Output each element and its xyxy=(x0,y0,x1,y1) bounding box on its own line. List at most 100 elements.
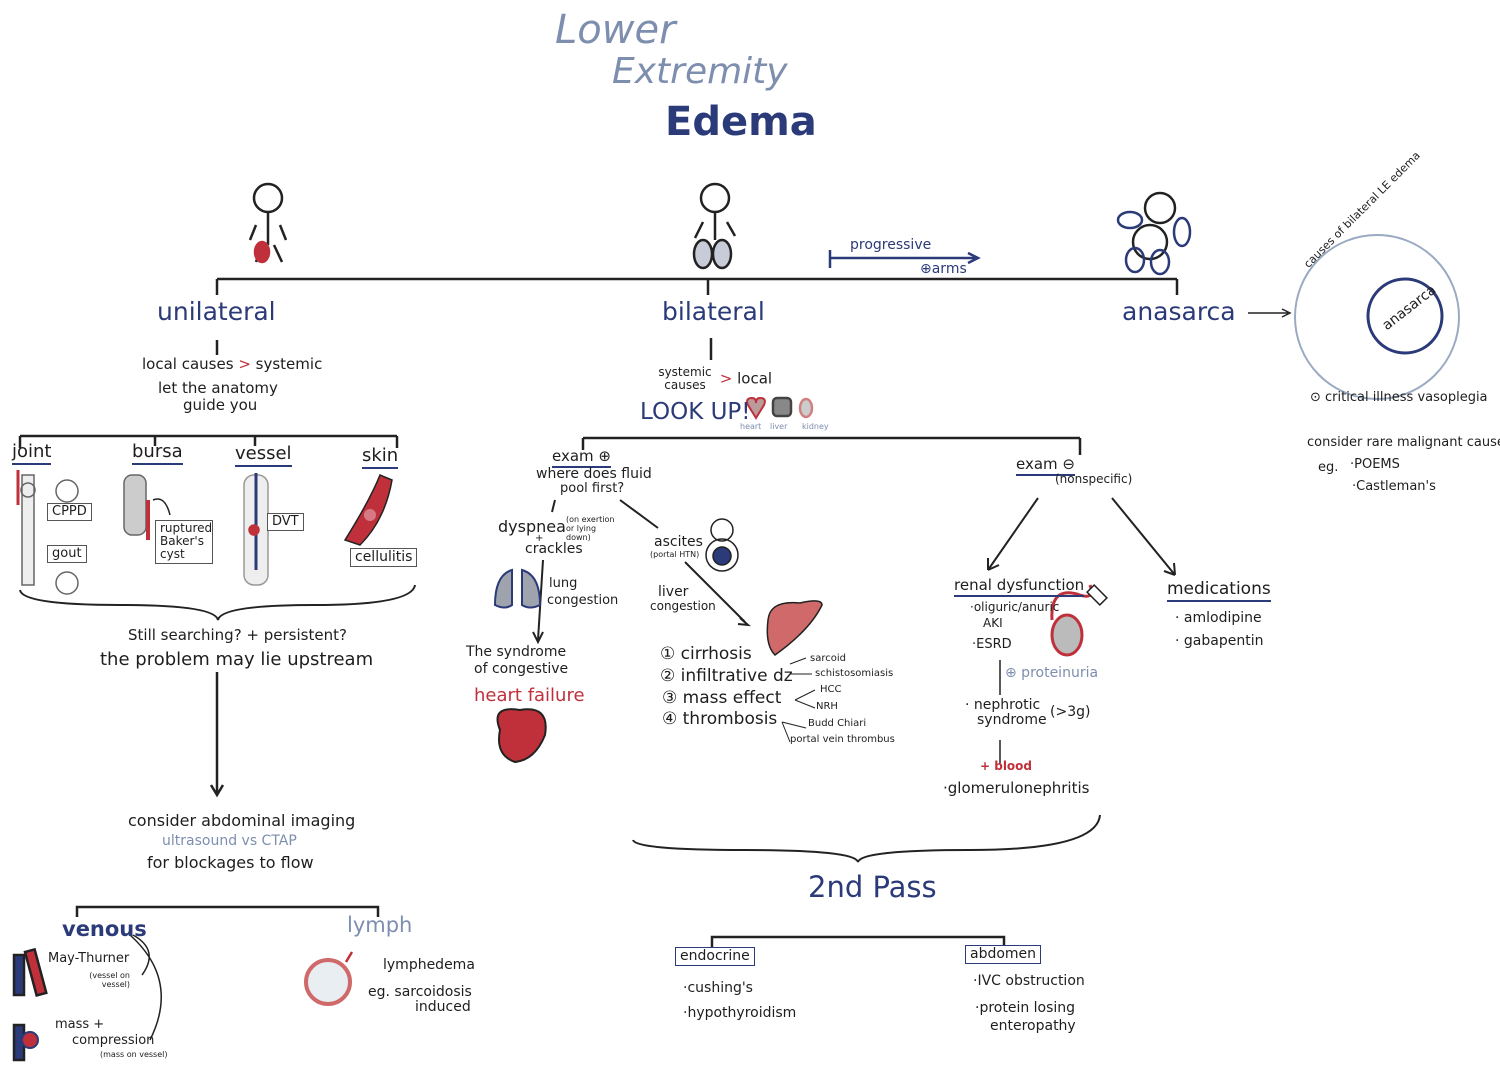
branch-unilateral: unilateral xyxy=(157,297,276,326)
dvt-leg-icon xyxy=(243,473,269,586)
lung-congestion: congestion xyxy=(547,593,619,608)
cause-arrows xyxy=(781,657,816,743)
outer-circle xyxy=(1294,234,1460,400)
ascites: ascites xyxy=(654,534,703,550)
rare-cause-item: ·POEMS xyxy=(1350,457,1400,472)
fluid-question: pool first? xyxy=(560,481,625,496)
nephrotic: · nephrotic xyxy=(965,697,1041,713)
anasarca-arrow xyxy=(1248,308,1292,318)
liver-congestion: liver xyxy=(658,584,689,600)
renal-item: ·oliguric/anuric xyxy=(970,600,1060,614)
knee-icon xyxy=(123,474,171,540)
organ-label-heart: heart xyxy=(740,422,762,431)
heart-failure: heart failure xyxy=(474,685,585,706)
rule-left: systemic causes xyxy=(658,365,712,393)
look-up: LOOK UP! xyxy=(640,399,751,425)
exam-neg-arrows xyxy=(987,497,1176,576)
kidney-small-icon xyxy=(798,397,814,419)
mass-label: mass + xyxy=(55,1017,105,1032)
anasarca-figure-icon xyxy=(1116,191,1192,276)
bilateral-tree xyxy=(581,338,1082,455)
title-edema: Edema xyxy=(665,99,817,145)
imaging-modality: ultrasound vs CTAP xyxy=(162,833,297,849)
leg-bones-icon xyxy=(16,470,36,586)
exam-positive: exam ⊕ xyxy=(552,448,611,468)
progressive-label: progressive xyxy=(850,237,932,253)
upstream-arrow xyxy=(209,672,225,798)
upstream-tree xyxy=(75,905,380,917)
organ-icons xyxy=(746,396,814,420)
lymphedema: lymphedema xyxy=(383,957,475,973)
lymph-label: lymph xyxy=(347,913,413,937)
rare-cause-item: ·Castleman's xyxy=(1352,479,1436,494)
plus-blood: + blood xyxy=(980,759,1033,773)
rule-right: systemic xyxy=(255,355,323,373)
main-branch-line xyxy=(215,277,1179,295)
exam-negative-note: (nonspecific) xyxy=(1055,472,1133,486)
exam-negative: exam ⊖ xyxy=(1016,456,1075,476)
imaging-purpose: for blockages to flow xyxy=(147,853,314,872)
unilateral-figure-icon xyxy=(248,182,288,264)
second-pass-brace xyxy=(632,814,1101,863)
organ-label-liver: liver xyxy=(770,422,788,431)
heart-failure-icon xyxy=(496,708,547,764)
sub-sarcoid: sarcoid xyxy=(810,653,846,664)
arms-note: ⊕arms xyxy=(920,261,967,277)
bilateral-rule: systemic causes > local xyxy=(655,365,772,393)
medications: medications xyxy=(1167,580,1271,602)
dvt-box: DVT xyxy=(267,513,304,532)
title-lower: Lower xyxy=(555,7,676,53)
venous-arrows xyxy=(129,934,162,1041)
endocrine-item: ·hypothyroidism xyxy=(683,1005,797,1021)
mass-note: (mass on vessel) xyxy=(100,1050,168,1059)
cause-infiltrative: ② infiltrative dz xyxy=(660,666,793,686)
crystal-icon xyxy=(55,479,79,503)
liver-congestion: congestion xyxy=(650,599,716,613)
rule-op: > xyxy=(238,355,251,373)
sub-budd-chiari: Budd Chiari xyxy=(808,718,867,729)
may-thurner: May-Thurner xyxy=(48,951,130,966)
sarcoidosis-induced: induced xyxy=(415,999,471,1015)
category-skin: skin xyxy=(362,446,399,469)
nephrotic: syndrome xyxy=(977,712,1047,728)
branch-bilateral: bilateral xyxy=(662,297,765,326)
sub-nrh: NRH xyxy=(816,701,838,712)
heart-icon xyxy=(746,396,766,420)
fluid-question: where does fluid xyxy=(536,466,652,482)
rare-causes: consider rare malignant causes xyxy=(1307,435,1500,450)
endocrine-box: endocrine xyxy=(675,947,755,967)
cause-mass-effect: ③ mass effect xyxy=(662,688,782,708)
organ-label-kidney: kidney xyxy=(802,422,829,431)
abdomen-item: ·protein losing xyxy=(975,1000,1076,1016)
rule-left: local causes xyxy=(142,355,234,373)
chf-label: The syndrome xyxy=(466,644,567,660)
abdomen-item: enteropathy xyxy=(990,1018,1076,1034)
category-bursa: bursa xyxy=(132,442,183,465)
liver-small-icon xyxy=(771,396,793,418)
compression-label: compression xyxy=(72,1033,155,1048)
cppd-box: CPPD xyxy=(47,503,92,522)
lungs-icon xyxy=(493,568,542,609)
proteinuria: ⊕ proteinuria xyxy=(1005,665,1099,681)
anatomy-hint: let the anatomy xyxy=(158,379,278,397)
lymph-node-icon xyxy=(304,951,354,1006)
vasoplegia-note: ⊙ critical illness vasoplegia xyxy=(1310,390,1488,405)
sub-hcc: HCC xyxy=(820,684,842,695)
rule-op: > xyxy=(719,369,733,388)
anatomy-hint: guide you xyxy=(183,396,258,414)
exam-pos-arrows xyxy=(532,499,752,645)
branch-anasarca: anasarca xyxy=(1122,297,1236,326)
sarcoidosis-eg: eg. sarcoidosis xyxy=(368,984,472,1000)
bakers-cyst-box: ruptured Baker's cyst xyxy=(155,520,213,564)
plus-sign: + xyxy=(535,533,544,544)
still-searching: Still searching? + persistent? xyxy=(128,626,347,644)
cellulitis-box: cellulitis xyxy=(350,548,418,568)
gout-box: gout xyxy=(47,545,87,564)
chf-label: of congestive xyxy=(474,661,569,677)
eg-label: eg. xyxy=(1318,460,1339,475)
abdomen-box: abdomen xyxy=(965,945,1042,965)
vein-icon xyxy=(12,947,48,1062)
kidney-icon xyxy=(1050,584,1108,657)
category-vessel: vessel xyxy=(235,444,292,467)
